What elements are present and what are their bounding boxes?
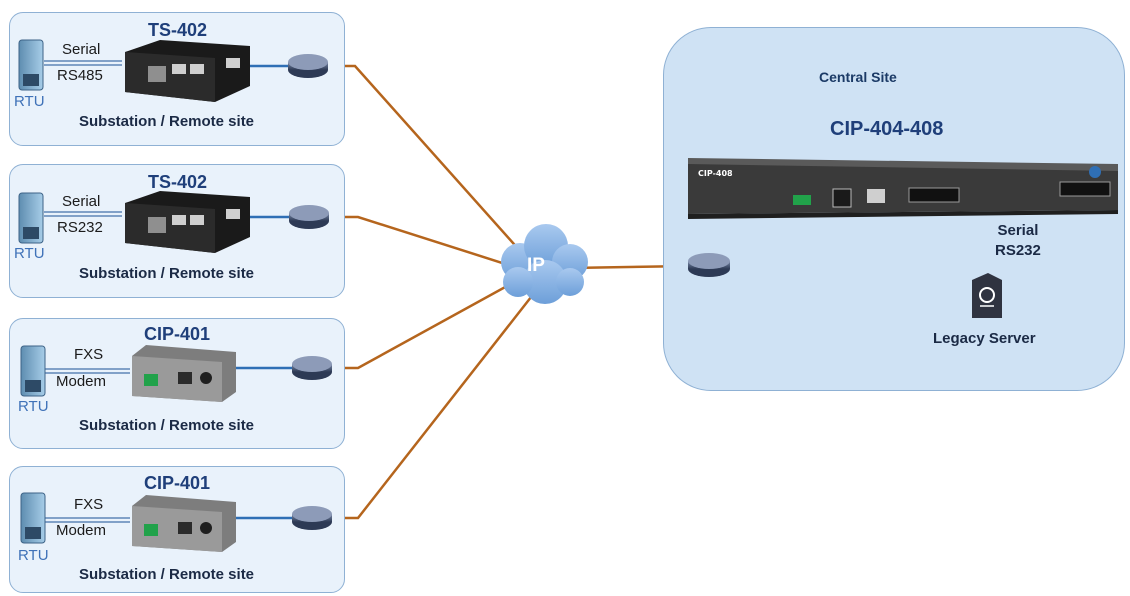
- legacy-server-icon: [972, 273, 1002, 318]
- rtu-icon: [18, 192, 44, 244]
- site-3-rtu-label: RTU: [18, 398, 49, 415]
- site-3-title: CIP-401: [144, 324, 211, 344]
- site-1-port-top: Serial: [62, 41, 101, 58]
- site-1-footer: Substation / Remote site: [79, 113, 255, 130]
- site-2-title: TS-402: [148, 172, 208, 192]
- site-3-port-top: FXS: [74, 346, 104, 363]
- site-3-port-bottom: Modem: [56, 373, 107, 390]
- site-3-footer: Substation / Remote site: [79, 417, 255, 434]
- router-icon: [289, 205, 329, 229]
- site-2-rtu-label: RTU: [14, 245, 45, 262]
- site-4-port-bottom: Modem: [56, 522, 107, 539]
- serial-label-line1: Serial: [997, 222, 1039, 239]
- ts-402-device: [125, 191, 250, 253]
- router-icon: [292, 356, 332, 380]
- central-site-label: Central Site: [819, 69, 897, 85]
- rtu-icon: [18, 39, 44, 91]
- cip-401-device: [132, 345, 236, 402]
- central-serial-label: Serial RS232: [995, 221, 1041, 261]
- site-4-footer: Substation / Remote site: [79, 566, 255, 583]
- ip-cloud-icon: [501, 224, 588, 304]
- site-2-port-bottom: RS232: [57, 219, 103, 236]
- site-1-port-bottom: RS485: [57, 67, 103, 84]
- site-2-footer: Substation / Remote site: [79, 265, 255, 282]
- router-icon: [688, 253, 730, 277]
- router-icon: [288, 54, 328, 78]
- legacy-server-label: Legacy Server: [933, 330, 1036, 347]
- site-4-port-top: FXS: [74, 496, 104, 513]
- serial-label-line2: RS232: [995, 242, 1041, 259]
- site-1-title: TS-402: [148, 20, 208, 40]
- rtu-icon: [20, 345, 46, 397]
- site-2-port-top: Serial: [62, 193, 101, 210]
- router-icon: [292, 506, 332, 530]
- cip-401-device: [132, 495, 236, 552]
- cip-408-brand: CIP-408: [698, 169, 733, 178]
- site-4-title: CIP-401: [144, 473, 211, 493]
- central-title: CIP-404-408: [830, 118, 944, 140]
- ts-402-device: [125, 40, 250, 102]
- ip-cloud-label: IP: [527, 255, 545, 276]
- cip-408-device: [688, 158, 1118, 219]
- rtu-icon: [20, 492, 46, 544]
- site-4-rtu-label: RTU: [18, 547, 49, 564]
- site-1-rtu-label: RTU: [14, 93, 45, 110]
